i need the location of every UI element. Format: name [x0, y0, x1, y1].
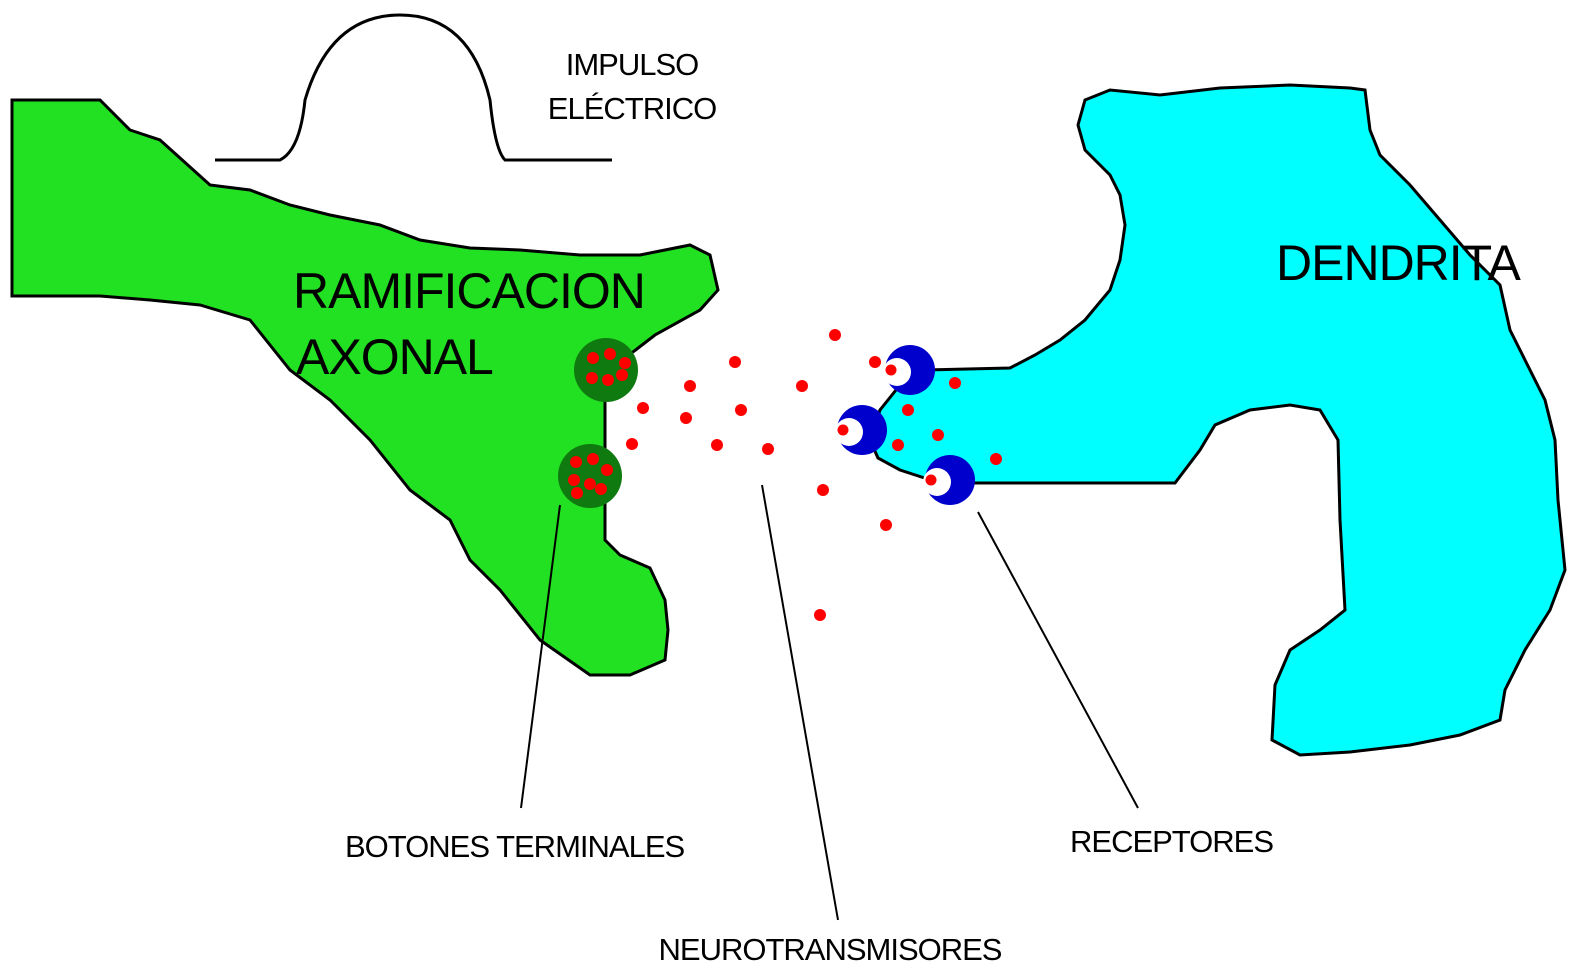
receptors-label: RECEPTORES: [1070, 824, 1273, 859]
dendrite-shape: [868, 83, 1567, 757]
neurotransmitter-dot: [762, 443, 774, 455]
terminal-buttons-leader-line: [520, 504, 561, 809]
terminal-button-upper: [574, 338, 638, 402]
neurotransmitter-dot: [902, 404, 914, 416]
neurotransmitter-dot: [817, 484, 829, 496]
terminal-button-lower: [558, 444, 622, 508]
neurotransmitter-dot: [680, 412, 692, 424]
receptor-bottom: [923, 455, 975, 505]
neurotransmitter-dot: [626, 438, 638, 450]
vesicle-group-upper: [586, 348, 631, 386]
impulse-label-line1: IMPULSO: [566, 47, 699, 82]
impulse-label-line2: ELÉCTRICO: [548, 91, 716, 126]
neurotransmitter-dot: [814, 609, 826, 621]
axon-label-line2: AXONAL: [296, 329, 493, 385]
impulse-waveform: [215, 13, 612, 162]
receptor-middle: [835, 405, 887, 455]
neurotransmitter-dot: [796, 380, 808, 392]
neurotransmitter-dot: [990, 453, 1002, 465]
neurotransmitter-dot: [892, 439, 904, 451]
receptors: [835, 345, 975, 505]
dendrite-label: DENDRITA: [1276, 235, 1522, 291]
neurotransmitter-dot: [711, 439, 723, 451]
axon-branch-shape: [10, 98, 720, 677]
neurotransmitter-dot: [684, 380, 696, 392]
neurotransmitter-dot: [880, 519, 892, 531]
neurotransmitter-dot: [735, 404, 747, 416]
neurotransmitter-dot: [869, 356, 881, 368]
receptor-top: [883, 345, 935, 395]
neurotransmitter-dot: [949, 377, 961, 389]
receptors-leader-line: [977, 511, 1139, 809]
vesicle-group-lower: [568, 453, 613, 499]
neurotransmitter-dot: [729, 356, 741, 368]
neurotransmitters-leader-line: [761, 484, 839, 921]
terminal-buttons-label: BOTONES TERMINALES: [345, 829, 684, 864]
neurotransmitter-dot: [932, 429, 944, 441]
axon-label-line1: RAMIFICACION: [293, 263, 645, 319]
neurotransmitters-label: NEUROTRANSMISORES: [659, 932, 1002, 967]
neurotransmitter-dot: [829, 329, 841, 341]
neurotransmitter-dot: [637, 402, 649, 414]
